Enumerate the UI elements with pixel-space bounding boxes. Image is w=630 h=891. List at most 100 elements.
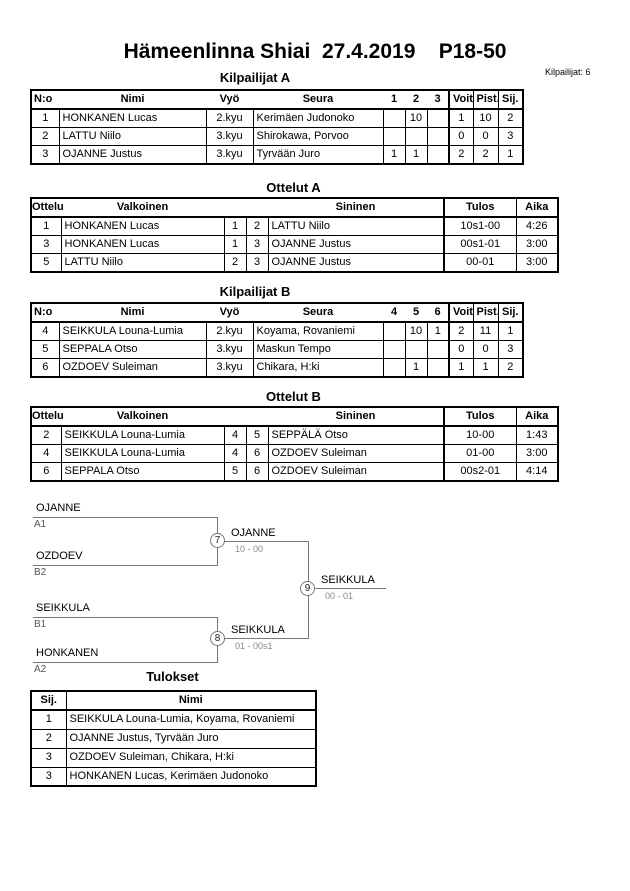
table-cell: 2 [245, 216, 269, 236]
table-cell: 3:00 [515, 235, 559, 254]
table-cell: Koyama, Rovaniemi [252, 321, 384, 341]
table-cell: 1 [426, 321, 450, 341]
column-header: Nimi [59, 90, 206, 110]
table-cell [382, 340, 406, 359]
table-cell: SEIKKULA Louna-Lumia [60, 444, 225, 463]
table-cell: 1 [382, 145, 406, 165]
table-cell: 1 [404, 145, 428, 165]
table-cell: SEIKKULA Louna-Lumia, Koyama, Rovaniemi [65, 709, 317, 730]
bracket-entry-tag: A1 [34, 519, 47, 530]
semifinal-winner-name: SEIKKULA [231, 624, 285, 636]
column-header: Ottelu [31, 407, 64, 427]
bracket-line [308, 588, 386, 589]
table-cell: SEPPALA Otso [60, 462, 225, 482]
table-cell [404, 340, 428, 359]
bracket-entry-name: HONKANEN [36, 647, 99, 659]
semifinal-score: 01 - 00s1 [235, 641, 273, 651]
table-cell: OZDOEV Suleiman [58, 358, 207, 378]
column-header [246, 407, 268, 427]
table-cell: 4 [223, 444, 247, 463]
column-header: Seura [253, 303, 383, 323]
table-cell: 6 [30, 358, 60, 378]
table-cell: OJANNE Justus [58, 145, 207, 165]
table-cell: SEPPALA Otso [58, 340, 207, 359]
table-cell: 10 [404, 321, 428, 341]
table-cell: OZDOEV Suleiman [267, 462, 445, 482]
table-cell: 3.kyu [205, 127, 254, 146]
bracket-entry-name: OZDOEV [36, 550, 83, 562]
table-cell: 2 [472, 145, 499, 165]
table-cell: LATTU Niilo [267, 216, 445, 236]
column-header [224, 407, 246, 427]
matches-b-title: Ottelut B [266, 389, 321, 404]
table-cell: 01-00 [443, 444, 517, 463]
bracket-line [33, 617, 217, 618]
column-header: Sininen [268, 407, 444, 427]
table-cell: 3 [30, 747, 67, 768]
column-header: 3 [427, 90, 449, 110]
column-header: Ottelu [31, 198, 64, 218]
table-cell: 1 [30, 216, 62, 236]
table-cell: Maskun Tempo [252, 340, 384, 359]
table-cell: 2 [497, 358, 524, 378]
table-cell: 3 [245, 235, 269, 254]
column-header: Vyö [206, 303, 253, 323]
column-header: N:o [31, 90, 59, 110]
table-cell: Kerimäen Judonoko [252, 108, 384, 128]
table-cell: SEPPÄLÄ Otso [267, 425, 445, 445]
table-cell [382, 108, 406, 128]
results-title: Tulokset [146, 669, 199, 684]
table-cell: 10-00 [443, 425, 517, 445]
table-cell: 6 [30, 462, 62, 482]
table-cell: 4 [30, 444, 62, 463]
table-cell: 2 [30, 127, 60, 146]
table-cell: 2 [448, 145, 474, 165]
table-cell: SEIKKULA Louna-Lumia [58, 321, 207, 341]
table-cell: 3 [30, 235, 62, 254]
semifinal-score: 10 - 00 [235, 544, 264, 554]
table-cell [426, 145, 450, 165]
column-header: Nimi [65, 690, 317, 711]
table-cell: 2.kyu [205, 108, 254, 128]
table-cell: 00s2-01 [443, 462, 517, 482]
bracket-entry-name: SEIKKULA [36, 602, 90, 614]
final-score: 00 - 01 [325, 591, 354, 601]
table-cell: 4:26 [515, 216, 559, 236]
table-cell: Shirokawa, Porvoo [252, 127, 384, 146]
column-header: 1 [383, 90, 405, 110]
table-cell: 2.kyu [205, 321, 254, 341]
column-header: N:o [31, 303, 59, 323]
table-cell: 1 [472, 358, 499, 378]
table-cell [426, 340, 450, 359]
column-header: Sininen [268, 198, 444, 218]
pool-b-table: N:oNimiVyöSeura456Voit.Pist.Sij.4SEIKKUL… [30, 302, 524, 378]
table-cell [426, 108, 450, 128]
column-header [224, 198, 246, 218]
table-cell: 3 [30, 145, 60, 165]
column-header: Seura [253, 90, 383, 110]
column-header: Tulos [443, 198, 516, 218]
column-header: Vyö [206, 90, 253, 110]
table-cell: LATTU Niilo [60, 253, 225, 273]
table-cell: 5 [245, 425, 269, 445]
table-cell [426, 358, 450, 378]
column-header: Sij. [497, 303, 523, 323]
table-cell: 4 [223, 425, 247, 445]
table-cell: 3 [497, 340, 524, 359]
column-header: Sij. [30, 690, 67, 711]
table-cell: 00s1-01 [443, 235, 517, 254]
pool-a-table: N:oNimiVyöSeura123Voit.Pist.Sij.1HONKANE… [30, 89, 524, 165]
table-cell: 10 [404, 108, 428, 128]
